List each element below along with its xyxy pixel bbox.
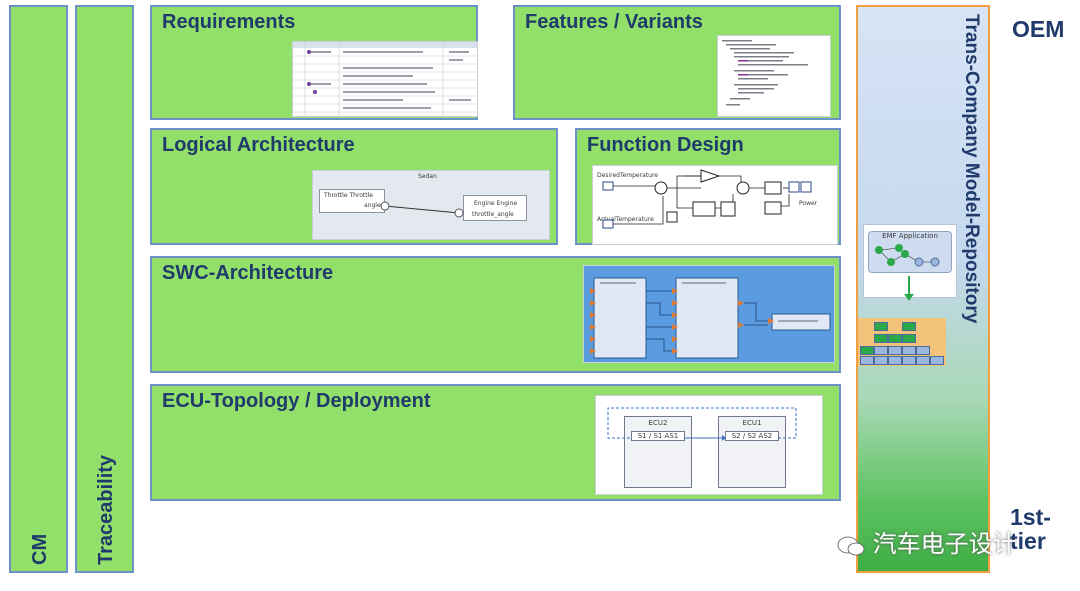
emf-application-label: EMF Application xyxy=(882,232,938,240)
watermark-text: 汽车电子设计 xyxy=(872,531,1017,558)
logical-sedan-label: Sedan xyxy=(418,173,437,180)
logical-connector xyxy=(380,201,464,218)
logical-architecture-box: Logical Architecture Sedan Throttle Thro… xyxy=(150,128,558,245)
grid-cell xyxy=(902,334,916,343)
watermark: 汽车电子设计 xyxy=(836,524,1017,559)
grid-cell xyxy=(902,322,916,331)
tier-label: 1st-tier xyxy=(1010,504,1051,554)
grid-cell xyxy=(860,346,874,355)
requirements-box: Requirements xyxy=(150,5,478,120)
grid-cell xyxy=(888,346,902,355)
traceability-label: Traceability xyxy=(95,454,117,565)
ecu2-block: ECU2 S1 / S1 AS1 xyxy=(624,416,692,488)
emf-application-panel: EMF Application xyxy=(868,231,952,273)
grid-cell xyxy=(860,356,874,365)
down-arrow-icon xyxy=(904,276,914,301)
ecu1-label: ECU1 xyxy=(742,419,762,427)
grid-cell xyxy=(902,356,916,365)
grid-cell xyxy=(874,346,888,355)
logical-architecture-thumbnail: Sedan Throttle Throttle angle Engine Eng… xyxy=(312,170,550,240)
emf-node-graph xyxy=(875,244,940,267)
features-title: Features / Variants xyxy=(525,11,703,33)
requirements-table-thumbnail xyxy=(292,41,478,117)
traceability-column: Traceability xyxy=(75,5,134,573)
swc-architecture-title: SWC-Architecture xyxy=(162,262,334,284)
grid-cell xyxy=(874,322,888,331)
function-input-actual: ActualTemperature xyxy=(597,216,654,223)
function-design-box: Function Design DesiredTemperature Actua… xyxy=(575,128,841,245)
grid-cell xyxy=(888,334,902,343)
ecu-topology-title: ECU-Topology / Deployment xyxy=(162,390,431,412)
ecu2-label: ECU2 xyxy=(648,419,668,427)
throttle-block-label: Throttle Throttle xyxy=(324,192,373,199)
wechat-icon xyxy=(837,536,865,556)
grid-cell xyxy=(874,356,888,365)
ecu2-port: S1 / S1 AS1 xyxy=(631,431,685,441)
function-design-title: Function Design xyxy=(587,134,744,156)
grid-cell xyxy=(930,356,944,365)
cm-column: CM xyxy=(9,5,68,573)
variant-grid-thumbnail xyxy=(858,318,946,366)
features-code-graphic xyxy=(722,40,808,106)
requirements-table-graphic xyxy=(293,42,477,116)
swc-architecture-box: SWC-Architecture xyxy=(150,256,841,373)
engine-port-label: throttle_angle xyxy=(472,211,514,218)
emf-application-thumbnail: EMF Application xyxy=(863,224,957,298)
swc-component-graphic xyxy=(584,266,834,362)
throttle-block: Throttle Throttle angle xyxy=(319,189,385,213)
ecu-topology-thumbnail: ECU2 S1 / S1 AS1 ECU1 S2 / S2 AS2 xyxy=(595,395,823,495)
grid-cell xyxy=(916,346,930,355)
engine-block: Engine Engine throttle_angle xyxy=(463,195,527,221)
grid-cell xyxy=(874,334,888,343)
swc-architecture-thumbnail xyxy=(583,265,835,363)
grid-cell xyxy=(902,346,916,355)
function-block-diagram xyxy=(602,169,812,229)
ecu1-port: S2 / S2 AS2 xyxy=(725,431,779,441)
ecu1-block: ECU1 S2 / S2 AS2 xyxy=(718,416,786,488)
function-output-power: Power xyxy=(799,200,818,207)
model-repository-label: Trans-Company Model-Repository xyxy=(961,14,982,324)
ecu-topology-box: ECU-Topology / Deployment ECU2 S1 / S1 A… xyxy=(150,384,841,501)
throttle-port-label: angle xyxy=(364,202,381,209)
grid-cell xyxy=(916,356,930,365)
engine-block-label: Engine Engine xyxy=(474,200,518,207)
oem-label: OEM xyxy=(1012,16,1065,42)
function-design-thumbnail: DesiredTemperature ActualTemperature Pow… xyxy=(592,165,838,245)
logical-architecture-title: Logical Architecture xyxy=(162,134,355,156)
requirements-title: Requirements xyxy=(162,11,296,33)
cm-label: CM xyxy=(29,533,51,565)
features-code-thumbnail xyxy=(717,35,831,117)
function-input-desired: DesiredTemperature xyxy=(597,172,658,179)
ecu-connections xyxy=(607,407,797,441)
grid-cell xyxy=(888,356,902,365)
features-box: Features / Variants xyxy=(513,5,841,120)
